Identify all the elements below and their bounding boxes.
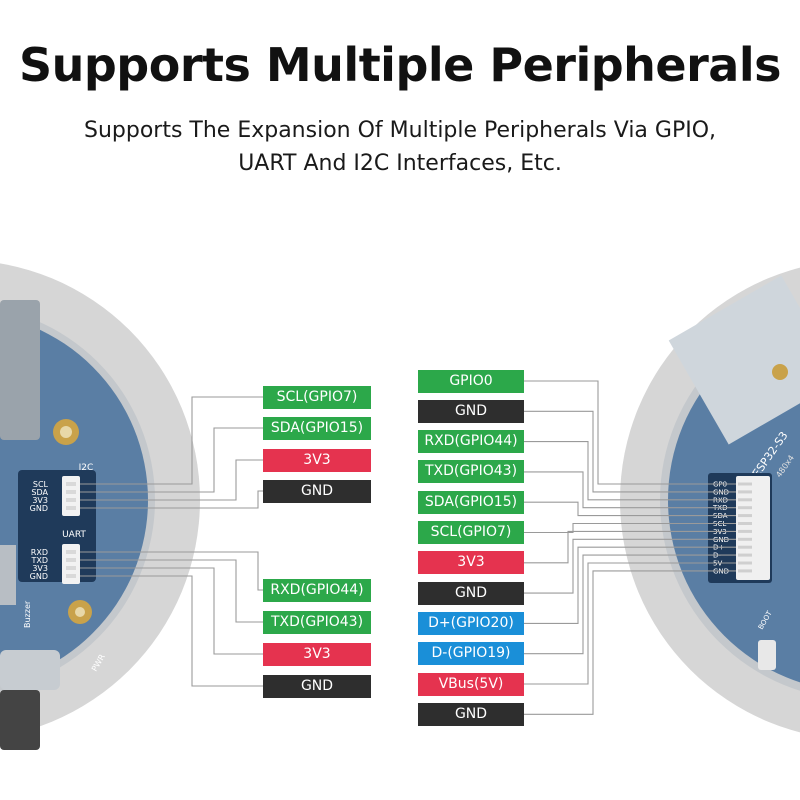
right-pin-tag: TXD(GPIO43) — [418, 460, 524, 484]
right-pin-tag: RXD(GPIO44) — [418, 430, 524, 454]
right-connector-pin — [738, 498, 752, 502]
right-pin-tag: GPIO0 — [418, 369, 524, 393]
i2c-pin-tag: SCL(GPIO7) — [263, 385, 371, 409]
uart-wire — [80, 551, 263, 591]
left-mount-hole-2-center — [75, 607, 85, 617]
right-wire — [524, 538, 736, 594]
page-title: Supports Multiple Peripherals — [19, 38, 781, 92]
i2c-pin — [66, 482, 76, 486]
left-header-panel — [18, 470, 96, 582]
i2c-pin-label: SDA — [31, 488, 48, 497]
uart-pin-tag: 3V3 — [263, 642, 371, 666]
i2c-wire — [80, 490, 263, 509]
subtitle-line-2: UART And I2C Interfaces, Etc. — [238, 151, 562, 176]
right-pin-tag: GND — [418, 702, 524, 726]
uart-pin — [66, 574, 76, 578]
right-pin-tag: D+(GPIO20) — [418, 611, 524, 635]
right-wire — [524, 471, 736, 509]
uart-pin-label: GND — [30, 572, 48, 581]
right-connector-pin — [738, 553, 752, 557]
i2c-pin — [66, 490, 76, 494]
uart-pin — [66, 566, 76, 570]
uart-pin — [66, 558, 76, 562]
uart-pin-tag: GND — [263, 674, 371, 698]
i2c-pin-label: GND — [30, 504, 48, 513]
i2c-header-label: I2C — [79, 463, 94, 473]
subtitle-line-1: Supports The Expansion Of Multiple Perip… — [83, 118, 717, 143]
right-connector-pin — [738, 529, 752, 533]
right-mount-hole — [772, 364, 788, 380]
uart-wire — [80, 559, 263, 623]
right-wire — [524, 546, 736, 624]
right-wire — [524, 410, 736, 493]
right-pin-tag: GND — [418, 581, 524, 605]
uart-pin-label: TXD — [30, 556, 48, 565]
left-mount-hole-center — [60, 426, 72, 438]
right-connector-pin — [738, 514, 752, 518]
right-pin-tag: GND — [418, 399, 524, 423]
usb-c-connector — [0, 650, 60, 690]
right-connector-pin — [738, 545, 752, 549]
right-connector-pin — [738, 537, 752, 541]
i2c-wire — [80, 427, 263, 493]
right-pin-tag: SCL(GPIO7) — [418, 521, 524, 544]
uart-pin-label: 3V3 — [32, 564, 48, 573]
right-connector-pin — [738, 490, 752, 494]
uart-header-label: UART — [62, 530, 86, 540]
uart-pin-tag: RXD(GPIO44) — [263, 578, 371, 602]
right-pin-tag: SDA(GPIO15) — [418, 490, 524, 514]
i2c-pin-tag: GND — [263, 479, 371, 503]
uart-wire — [80, 575, 263, 687]
right-connector-pin — [738, 482, 752, 486]
right-connector-pin — [738, 522, 752, 525]
right-connector-pin — [738, 506, 752, 510]
right-wire — [524, 380, 736, 485]
right-pin-tag: 3V3 — [418, 551, 524, 575]
right-module-shield — [668, 275, 800, 445]
right-wire — [524, 554, 736, 655]
i2c-pin-label: SCL — [33, 480, 49, 489]
i2c-pin-tag: 3V3 — [263, 448, 371, 472]
right-wire — [524, 501, 736, 517]
right-wire — [524, 562, 736, 685]
uart-pin-tag: TXD(GPIO43) — [263, 610, 371, 634]
i2c-pin-label: 3V3 — [32, 496, 48, 505]
uart-pin — [66, 550, 76, 554]
buzzer-label: Buzzer — [23, 600, 32, 628]
uart-pin-label: RXD — [31, 548, 48, 557]
right-wire — [524, 522, 736, 534]
right-pin-tag: D-(GPIO19) — [418, 642, 524, 666]
right-connector-pin — [738, 561, 752, 565]
i2c-wire — [80, 459, 263, 501]
buzzer-component — [0, 545, 16, 605]
i2c-wire — [80, 396, 263, 485]
uart-wire — [80, 567, 263, 655]
boot-button — [758, 640, 776, 670]
left-chip — [0, 690, 40, 750]
right-wire — [524, 570, 736, 715]
i2c-pin — [66, 506, 76, 510]
i2c-pin-tag: SDA(GPIO15) — [263, 416, 371, 440]
i2c-pin — [66, 498, 76, 502]
left-shield-component — [0, 300, 40, 440]
right-wire — [524, 441, 736, 501]
right-pin-tag: VBus(5V) — [418, 672, 524, 696]
right-connector-pin — [738, 569, 752, 573]
right-wire — [524, 530, 736, 564]
